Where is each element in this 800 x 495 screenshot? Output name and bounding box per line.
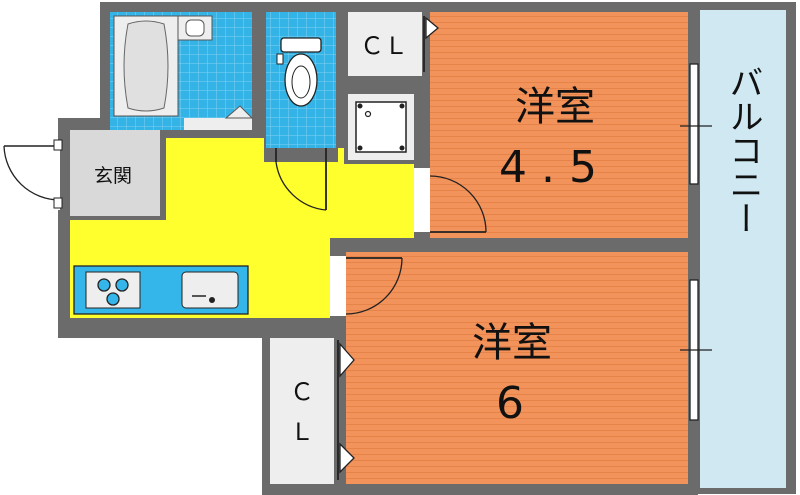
bedroom-large-label: 洋室 xyxy=(472,320,552,366)
bedroom-small-size: 4.5 xyxy=(499,142,611,193)
bedroom-small-label: 洋室 xyxy=(515,84,595,130)
closet-top-label: ＣＬ xyxy=(360,32,408,60)
bedroom-large xyxy=(346,252,688,484)
entrance-label: 玄関 xyxy=(94,165,132,187)
balcony xyxy=(690,2,796,494)
windows xyxy=(680,63,712,421)
bedroom-large-size: 6 xyxy=(496,378,524,429)
closet-left xyxy=(270,338,334,484)
closet-left-label-2: Ｌ xyxy=(290,418,314,446)
kitchen-counter xyxy=(73,265,249,315)
bathroom xyxy=(110,12,254,130)
closet-left-label-1: Ｃ xyxy=(290,378,314,406)
entrance-area xyxy=(0,130,160,216)
doors xyxy=(275,16,487,480)
closet-top xyxy=(348,12,422,76)
washer-pan xyxy=(348,94,414,160)
bedroom-small xyxy=(430,12,688,238)
toilet-room xyxy=(266,12,336,148)
balcony-label: バルコニー xyxy=(723,65,763,235)
